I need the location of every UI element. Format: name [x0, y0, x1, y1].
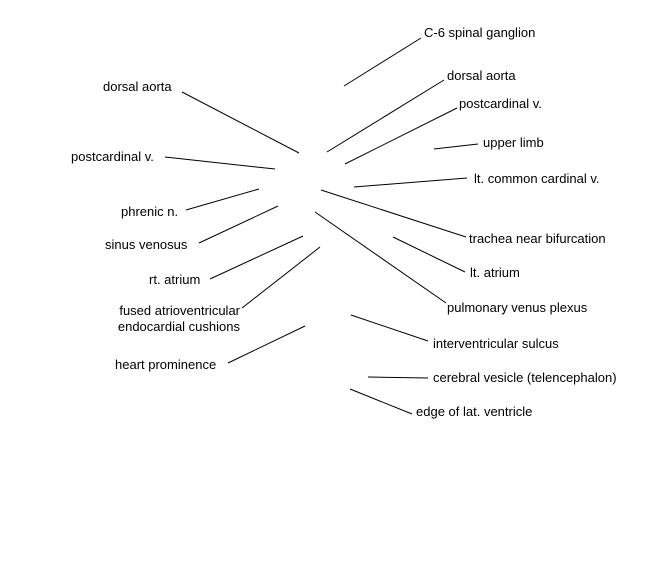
leader-postcardinal-left	[164, 156, 276, 170]
leader-lt-common-cardinal	[353, 177, 468, 188]
label-trachea: trachea near bifurcation	[469, 231, 606, 246]
label-edge-lat-ventricle: edge of lat. ventricle	[416, 404, 533, 419]
leader-dorsal-aorta-left	[181, 91, 300, 154]
leader-heart-prominence	[227, 325, 306, 364]
leader-phrenic-n	[185, 188, 260, 211]
leader-dorsal-aorta-right	[326, 79, 445, 153]
leader-pulmonary-plexus	[314, 211, 447, 304]
label-postcardinal-right: postcardinal v.	[459, 96, 542, 111]
leader-c6-spinal-ganglion	[343, 37, 422, 87]
leader-interventricular-sulcus	[350, 314, 429, 342]
label-fused-av: fused atrioventricular endocardial cushi…	[102, 303, 240, 335]
label-pulmonary-plexus: pulmonary venus plexus	[447, 300, 588, 315]
label-interventricular-sulcus: interventricular sulcus	[433, 336, 559, 351]
label-fused-av-line2: endocardial cushions	[117, 319, 240, 334]
leader-fused-av	[241, 246, 321, 309]
leader-sinus-venosus	[198, 205, 279, 244]
label-sinus-venosus: sinus venosus	[105, 237, 188, 252]
leader-rt-atrium	[209, 235, 304, 280]
leader-upper-limb	[433, 143, 479, 150]
label-lt-common-cardinal: lt. common cardinal v.	[474, 171, 600, 186]
label-rt-atrium: rt. atrium	[149, 272, 201, 287]
label-postcardinal-left: postcardinal v.	[71, 149, 154, 164]
label-dorsal-aorta-left: dorsal aorta	[103, 79, 172, 94]
label-cerebral-vesicle: cerebral vesicle (telencephalon)	[433, 370, 617, 385]
label-phrenic-n: phrenic n.	[121, 204, 179, 219]
label-lt-atrium: lt. atrium	[470, 265, 520, 280]
leader-postcardinal-right	[344, 107, 458, 165]
label-fused-av-line1: fused atrioventricular	[119, 303, 240, 318]
leader-cerebral-vesicle	[367, 376, 429, 379]
leader-lt-atrium	[392, 236, 466, 273]
leader-edge-lat-ventricle	[349, 388, 413, 415]
label-heart-prominence: heart prominence	[115, 357, 217, 372]
label-c6-spinal-ganglion: C-6 spinal ganglion	[424, 25, 536, 40]
label-dorsal-aorta-right: dorsal aorta	[447, 68, 516, 83]
leader-trachea	[320, 189, 467, 238]
label-upper-limb: upper limb	[483, 135, 544, 150]
